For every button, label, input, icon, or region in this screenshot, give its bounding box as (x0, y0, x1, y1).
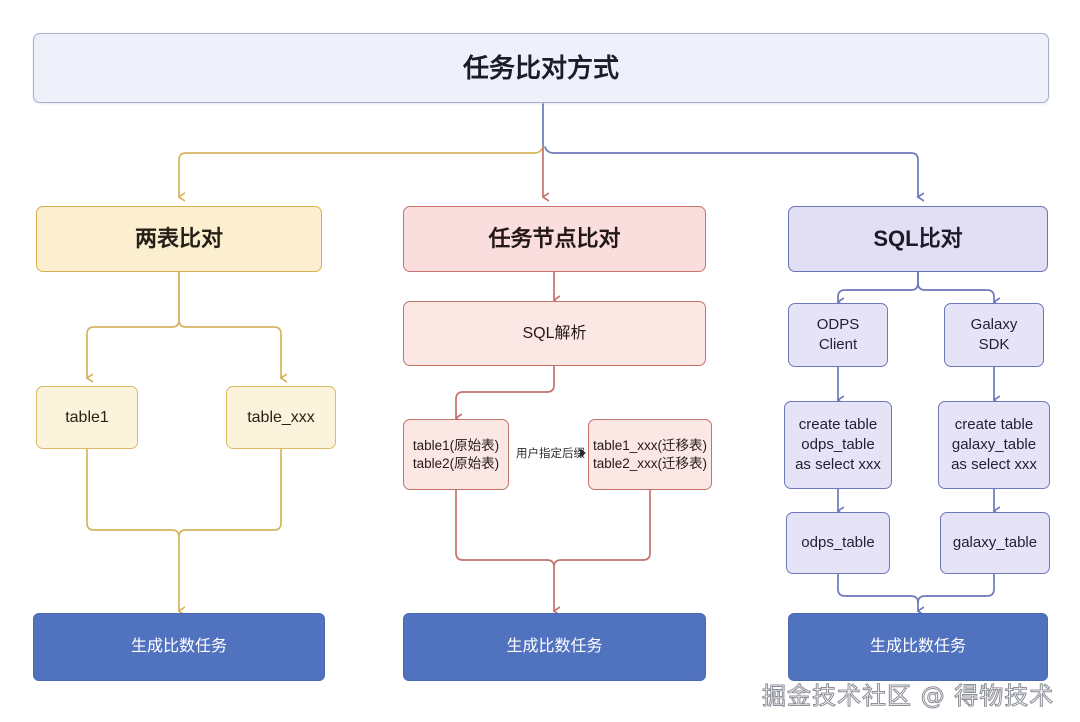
galaxy-sdk-line-2: SDK (978, 336, 1010, 353)
node-label: 生成比数任务 (869, 638, 966, 656)
node-label: galaxy_table (952, 534, 1038, 552)
node-label: 生成比数任务 (506, 638, 603, 656)
node-label: table_xxx (247, 408, 315, 426)
create-odps-line-1: create table (798, 416, 878, 434)
node-label: 两表比对 (134, 226, 223, 252)
page-title: 任务比对方式 (462, 52, 619, 83)
node-label: 任务节点比对 (488, 226, 621, 252)
node-label: table1 (65, 408, 109, 426)
create-galaxy-line-1: create table (954, 416, 1034, 434)
odps-client-line-1: ODPS (816, 316, 860, 334)
node-odps-table-result[interactable]: odps_table (786, 512, 890, 574)
source-table-line-1: table1(原始表) (412, 437, 500, 453)
node-left-generate-task[interactable]: 生成比数任务 (33, 613, 325, 681)
node-galaxy-sdk[interactable]: Galaxy SDK (944, 303, 1044, 367)
migrated-table-line-2: table2_xxx(迁移表) (592, 455, 708, 471)
node-label: odps_table (801, 534, 875, 552)
diagram-title-node: 任务比对方式 (33, 33, 1049, 103)
watermark: 掘金技术社区 @ 得物技术 (761, 682, 1055, 711)
create-odps-line-2: odps_table (801, 436, 875, 454)
node-galaxy-table-result[interactable]: galaxy_table (940, 512, 1050, 574)
node-task-node-compare[interactable]: 任务节点比对 (403, 206, 706, 272)
node-right-generate-task[interactable]: 生成比数任务 (788, 613, 1048, 681)
node-migrated-tables[interactable]: table1_xxx(迁移表) table2_xxx(迁移表) (588, 419, 712, 490)
create-odps-line-3: as select xxx (795, 455, 881, 473)
create-galaxy-line-2: galaxy_table (951, 436, 1037, 454)
node-create-odps-table[interactable]: create table odps_table as select xxx (784, 401, 892, 489)
node-sql-compare[interactable]: SQL比对 (788, 206, 1048, 272)
node-create-galaxy-table[interactable]: create table galaxy_table as select xxx (938, 401, 1050, 489)
node-table-xxx[interactable]: table_xxx (226, 386, 336, 449)
node-label: 生成比数任务 (130, 638, 227, 656)
source-table-line-2: table2(原始表) (412, 455, 500, 471)
node-label: SQL解析 (522, 324, 587, 342)
node-sql-parse[interactable]: SQL解析 (403, 301, 706, 366)
node-table1[interactable]: table1 (36, 386, 138, 449)
node-source-tables[interactable]: table1(原始表) table2(原始表) (403, 419, 509, 490)
odps-client-line-2: Client (818, 336, 858, 353)
node-odps-client[interactable]: ODPS Client (788, 303, 888, 367)
create-galaxy-line-3: as select xxx (951, 455, 1037, 473)
edge-label-caret-icon (580, 449, 586, 457)
galaxy-sdk-line-1: Galaxy (970, 316, 1018, 334)
node-two-table-compare[interactable]: 两表比对 (36, 206, 322, 272)
node-middle-generate-task[interactable]: 生成比数任务 (403, 613, 706, 681)
node-label: SQL比对 (873, 226, 963, 252)
edge-label-user-suffix: 用户指定后缀 (514, 448, 587, 462)
migrated-table-line-1: table1_xxx(迁移表) (592, 437, 708, 453)
